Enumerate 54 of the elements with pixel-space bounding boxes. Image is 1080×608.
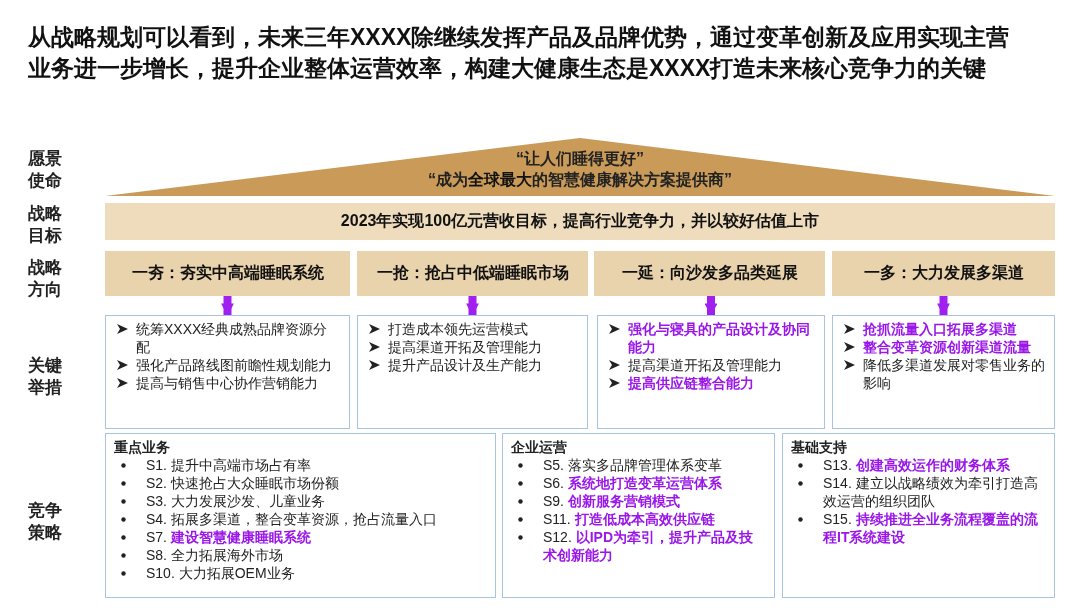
bullet-item: S2. 快速抢占大众睡眠市场份额: [114, 474, 487, 492]
bullet-item: S15. 持续推进全业务流程覆盖的流程IT系统建设: [791, 510, 1046, 546]
box-heading: 企业运营: [511, 438, 568, 456]
direction-box: 一延：向沙发多品类延展: [594, 251, 825, 296]
bullet-item: 整合变革资源创新渠道流量: [841, 338, 1046, 356]
bullet-item: S8. 全力拓展海外市场: [114, 546, 487, 564]
bullet-item: S9. 创新服务营销模式: [511, 492, 766, 510]
bullet-item: 打造成本领先运营模式: [366, 320, 579, 338]
bullet-item: 抢抓流量入口拓展多渠道: [841, 320, 1046, 338]
bullet-item: S4. 拓展多渠道，整合变革资源，抢占流量入口: [114, 510, 487, 528]
arrow: [704, 296, 718, 317]
bullet-item: S10. 大力拓展OEM业务: [114, 564, 487, 582]
bullet-item: 提高渠道开拓及管理能力: [366, 338, 579, 356]
row-label: 战略目标: [28, 203, 63, 247]
row-label: 关键举措: [28, 355, 63, 399]
bullet-item: S5. 落实多品牌管理体系变革: [511, 456, 766, 474]
strategy-box: [782, 433, 1055, 598]
direction-box: 一夯：夯实中高端睡眠系统: [105, 251, 350, 296]
direction-box: 一抢：抢占中低端睡眠市场: [357, 251, 588, 296]
bullet-item: S13. 创建高效运作的财务体系: [791, 456, 1046, 474]
mission-statement: “让人们睡得更好”: [516, 149, 644, 169]
bullet-item: S14. 建立以战略绩效为牵引打造高效运营的组织团队: [791, 474, 1046, 510]
mission-statement: “成为全球最大的智慧健康解决方案提供商”: [428, 170, 732, 190]
arrow: [221, 296, 234, 317]
bullet-item: S3. 大力发展沙发、儿童业务: [114, 492, 487, 510]
bullet-item: 提高供应链整合能力: [606, 374, 816, 392]
measures-box: [357, 315, 588, 429]
bullet-item: 强化与寝具的产品设计及协同能力: [606, 320, 816, 356]
bullet-item: 提升产品设计及生产能力: [366, 356, 579, 374]
measures-box: [105, 315, 350, 429]
bullet-item: 强化产品路线图前瞻性规划能力: [114, 356, 341, 374]
bullet-item: S12. 以IPD为牵引，提升产品及技术创新能力: [511, 528, 766, 564]
box-heading: 基础支持: [791, 438, 848, 456]
bullet-item: S1. 提升中高端市场占有率: [114, 456, 487, 474]
bullet-item: S7. 建设智慧健康睡眠系统: [114, 528, 487, 546]
bullet-item: 统筹XXXX经典成熟品牌资源分配: [114, 320, 341, 356]
goal-bar: 2023年实现100亿元营收目标，提高行业竞争力，并以较好估值上市: [105, 203, 1055, 240]
bullet-item: 降低多渠道发展对零售业务的影响: [841, 356, 1046, 392]
arrow: [937, 296, 950, 317]
measures-box: [832, 315, 1055, 429]
arrow: [466, 296, 479, 317]
bullet-item: 提高与销售中心协作营销能力: [114, 374, 341, 392]
direction-box: 一多：大力发展多渠道: [832, 251, 1055, 296]
slide-title: 从战略规划可以看到，未来三年XXXX除继续发挥产品及品牌优势，通过变革创新及应用实现主营业务进一步增长，提升企业整体运营效率，构建大健康生态是XXXX打造未来核心竞争力的关键: [28, 23, 1011, 83]
row-label: 战略方向: [28, 257, 63, 301]
box-heading: 重点业务: [114, 438, 171, 456]
bullet-item: 提高渠道开拓及管理能力: [606, 356, 816, 374]
bullet-item: S11. 打造低成本高效供应链: [511, 510, 766, 528]
row-label: 愿景使命: [28, 148, 63, 192]
row-label: 竞争策略: [28, 500, 63, 544]
bullet-item: S6. 系统地打造变革运营体系: [511, 474, 766, 492]
strategy-box: [502, 433, 775, 598]
strategy-box: [105, 433, 496, 598]
measures-box: [597, 315, 825, 429]
